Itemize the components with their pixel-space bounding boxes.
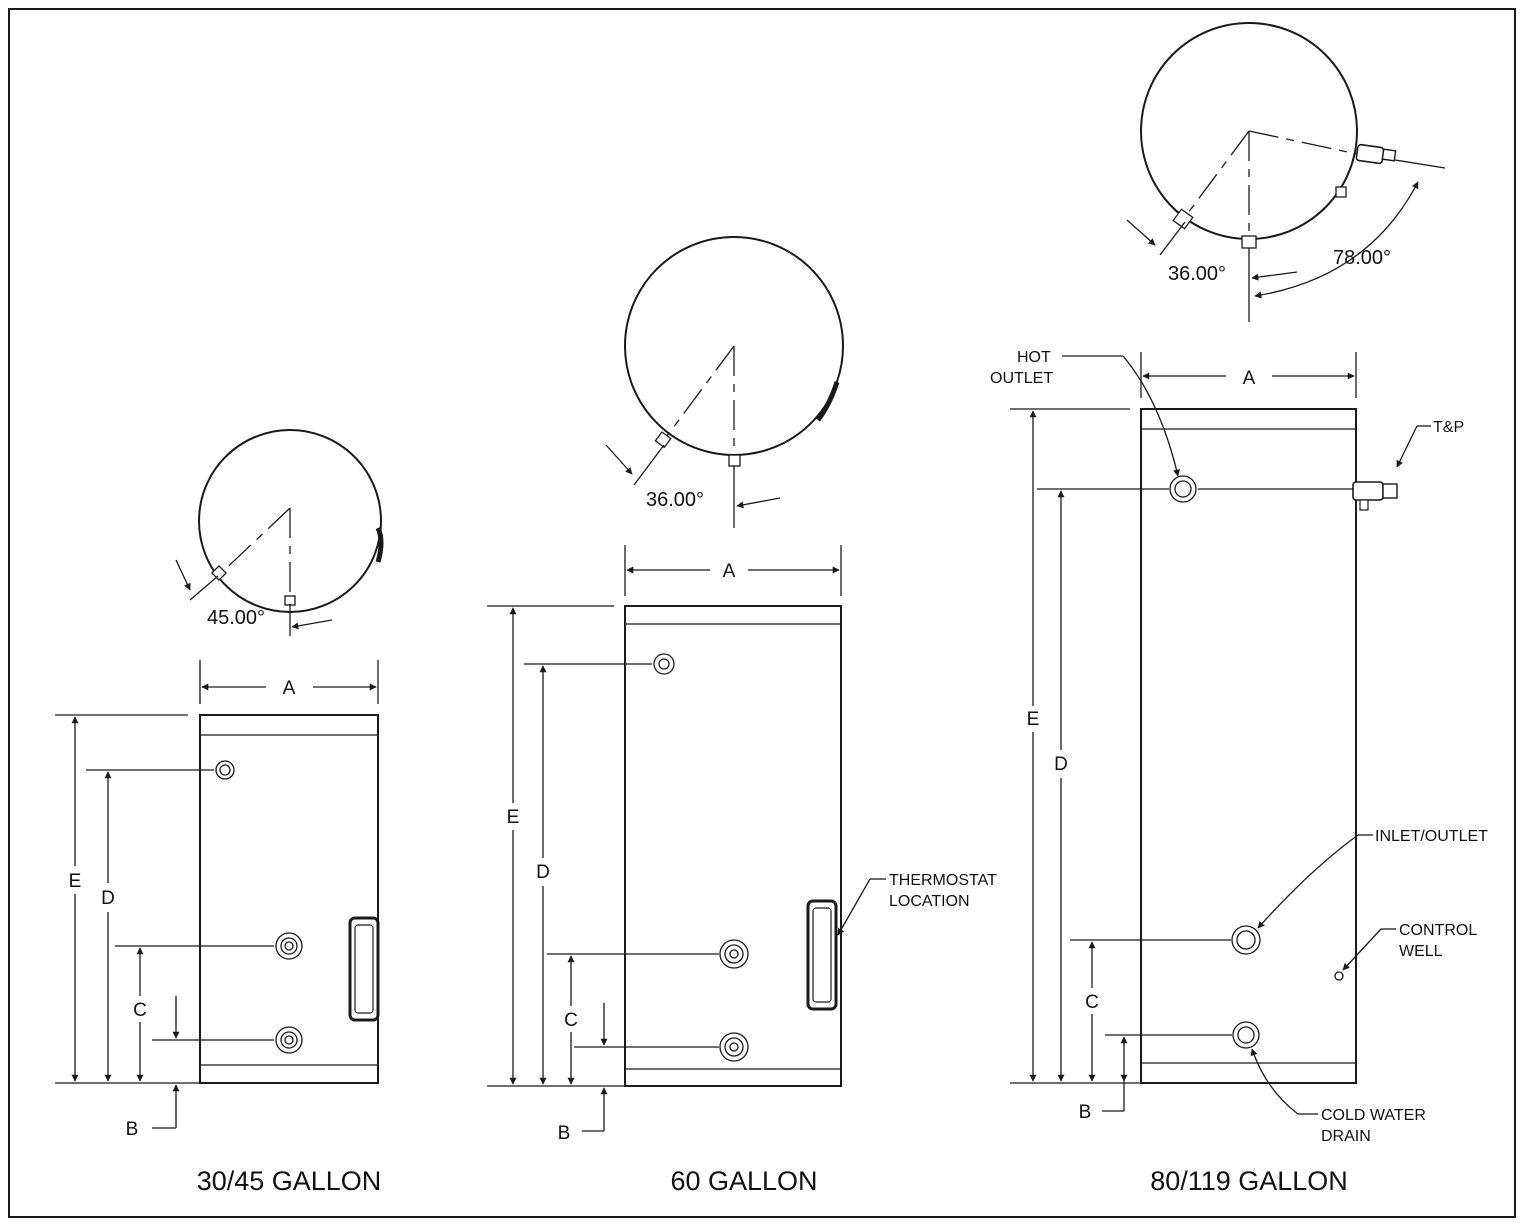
callout-tp: T&P [1433,419,1464,436]
unit-30-45-gallon: 45.00° A E [55,429,384,1196]
control-well-icon [1335,186,1347,198]
unit-title: 80/119 GALLON [1150,1166,1348,1196]
top-view-80-119: 36.00° 78.00° [1126,22,1446,322]
fitting-icon [211,565,227,581]
angle-label: 36.00° [646,489,704,511]
thermostat-bump-icon [375,526,384,563]
callout-hot: HOT [1017,349,1051,366]
callout-outlet: OUTLET [990,370,1053,387]
callout-cold-water: COLD WATER [1321,1107,1426,1124]
dim-label-b: B [558,1123,571,1144]
dim-label-a: A [283,678,296,699]
unit-title: 30/45 GALLON [197,1166,382,1196]
fitting-icon [1172,208,1194,230]
fitting-icon [654,431,672,449]
tank-body [199,714,379,1084]
dim-label-b: B [1079,1102,1092,1123]
dim-label-d: D [1054,754,1068,775]
callout-drain: DRAIN [1321,1128,1371,1145]
unit-80-119-gallon: 36.00° 78.00° A [990,22,1488,1196]
dim-label-a: A [1243,368,1256,389]
tank-body [624,605,842,1087]
tp-valve-icon [1355,143,1397,165]
dim-label-c: C [133,1000,147,1021]
drain-port-icon [275,1026,303,1054]
side-view-60 [624,605,842,1087]
dim-label-a: A [723,561,736,582]
thermostat-icon [348,916,380,1022]
dim-label-e: E [507,807,520,828]
drawing-border [8,8,1516,1218]
inlet-outlet-port-icon [1231,925,1261,955]
callout-well: WELL [1399,943,1443,960]
side-view-80-119 [1140,408,1398,1084]
inlet-port-icon [275,932,303,960]
angle-label: 45.00° [207,607,265,629]
side-view-30-45 [199,714,380,1084]
thermostat-bump-icon [815,381,840,422]
control-well-port-icon [1334,971,1344,981]
callout-control: CONTROL [1399,922,1477,939]
top-view-60: 36.00° [605,236,844,528]
angle-label: 36.00° [1168,263,1226,285]
angle-label: 78.00° [1333,247,1391,269]
inlet-port-icon [719,939,749,969]
top-view-30-45: 45.00° [175,429,384,636]
thermostat-icon [806,899,838,1011]
dim-label-e: E [1027,709,1040,730]
drain-port-icon [719,1032,749,1062]
tank-body [1140,408,1357,1084]
tp-valve-side-icon [1352,481,1398,511]
dim-label-c: C [1085,992,1099,1013]
fitting-icon [728,454,741,467]
callout-inlet-outlet: INLET/OUTLET [1375,828,1488,845]
hot-outlet-port-icon [215,760,235,780]
dim-label-d: D [101,888,115,909]
dim-label-c: C [564,1010,578,1031]
dim-label-d: D [536,862,550,883]
cold-water-drain-port-icon [1232,1021,1260,1049]
fitting-icon [1241,235,1257,249]
unit-60-gallon: 36.00° A THERMOSTAT LOCATION [487,236,997,1196]
hot-outlet-port-icon [653,653,675,675]
fitting-icon [284,595,296,606]
callout-location: LOCATION [889,893,970,910]
dim-label-e: E [69,871,82,892]
unit-title: 60 GALLON [670,1166,817,1196]
callout-thermostat: THERMOSTAT [889,872,997,889]
hot-outlet-port-icon [1169,475,1197,503]
dim-label-b: B [126,1119,139,1140]
